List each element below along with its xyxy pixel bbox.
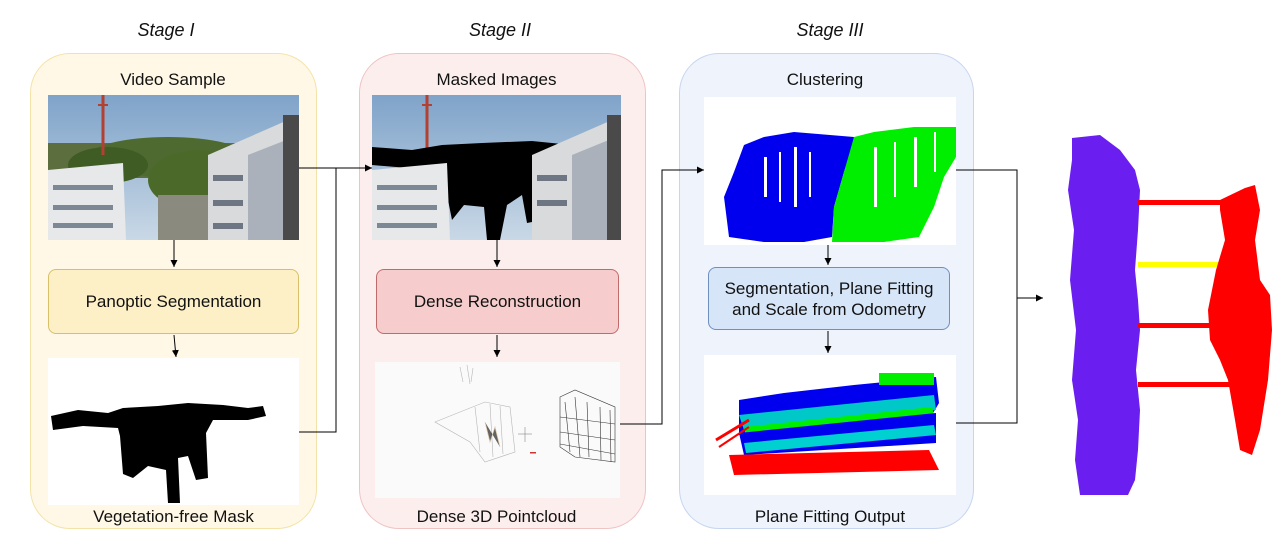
dense-reconstruction-box: Dense Reconstruction xyxy=(376,269,619,334)
segmentation-plane-fitting-box: Segmentation, Plane Fitting and Scale fr… xyxy=(708,267,950,330)
dense-pointcloud-image xyxy=(375,362,620,498)
panoptic-segmentation-box: Panoptic Segmentation xyxy=(48,269,299,334)
stage-1-title: Stage I xyxy=(137,20,195,40)
video-sample-label: Video Sample xyxy=(120,70,226,89)
segmentation-box-line2: and Scale from Odometry xyxy=(732,299,926,319)
stage-2-title: Stage II xyxy=(468,20,532,40)
stage-3-title: Stage III xyxy=(796,20,864,40)
segmentation-box-line1: Segmentation, Plane Fitting xyxy=(724,278,934,298)
masked-images-label: Masked Images xyxy=(436,70,557,89)
plane-fitting-output-image xyxy=(704,355,956,495)
clustering-image xyxy=(704,97,956,245)
vegetation-free-mask-image xyxy=(48,358,299,505)
clustering-label: Clustering xyxy=(786,70,864,89)
final-plane-output-image xyxy=(1060,130,1275,500)
dense-pointcloud-label: Dense 3D Pointcloud xyxy=(416,507,577,526)
video-sample-image xyxy=(48,95,299,240)
plane-fitting-output-label: Plane Fitting Output xyxy=(754,507,906,526)
masked-image xyxy=(372,95,621,240)
vegetation-free-mask-label: Vegetation-free Mask xyxy=(93,507,254,526)
